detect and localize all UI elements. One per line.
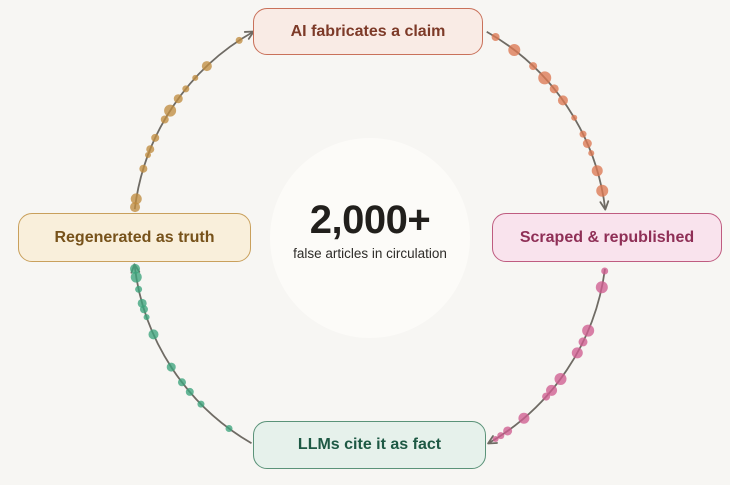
- flow-dot: [582, 324, 595, 337]
- flow-dot: [201, 61, 212, 72]
- flow-dot: [173, 94, 183, 104]
- arc-scraped-to-llms: [487, 268, 606, 445]
- center-halo: [270, 138, 470, 338]
- flow-dot: [192, 74, 199, 81]
- flow-dot: [591, 165, 603, 177]
- flow-dot: [145, 152, 152, 159]
- arc-regenerated-to-ai-dots: [130, 36, 243, 213]
- flow-dot: [596, 184, 609, 197]
- flow-dot: [492, 435, 499, 442]
- flow-dot: [582, 138, 592, 148]
- node-llms-cite-fact: LLMs cite it as fact: [253, 421, 486, 469]
- flow-dot: [160, 115, 169, 124]
- flow-dot: [491, 33, 500, 42]
- flow-dot: [595, 281, 608, 294]
- arc-llms-to-regenerated-dots: [130, 263, 233, 433]
- flow-dot: [518, 412, 530, 424]
- node-label: Scraped & republished: [519, 228, 695, 246]
- flow-dot: [135, 285, 143, 293]
- flow-dot: [130, 271, 142, 283]
- flow-dot: [130, 202, 141, 213]
- flow-dot: [571, 347, 583, 359]
- flow-dot: [588, 150, 595, 157]
- flow-dot: [529, 62, 538, 71]
- flow-dot: [557, 95, 568, 106]
- flow-dot: [579, 130, 587, 138]
- flow-dot: [166, 362, 176, 372]
- node-label: AI fabricates a claim: [290, 22, 446, 40]
- flow-dot: [508, 43, 521, 56]
- flow-dot: [554, 372, 567, 385]
- flow-dot: [601, 267, 609, 275]
- flow-dot: [538, 71, 552, 85]
- flow-dot: [139, 164, 148, 173]
- flow-dot: [130, 263, 141, 274]
- node-label: LLMs cite it as fact: [297, 436, 442, 453]
- flow-dot: [549, 84, 559, 94]
- arc-ai-to-scraped: [486, 30, 610, 211]
- flow-dot: [197, 400, 205, 408]
- flow-dot: [137, 298, 147, 308]
- flow-dot: [151, 133, 160, 142]
- flow-dot: [578, 337, 588, 347]
- flow-dot: [185, 387, 194, 396]
- flow-dot: [503, 426, 513, 436]
- flow-dot: [235, 36, 243, 44]
- flow-dot: [148, 329, 159, 340]
- center-stat: 2,000+ false articles in circulation: [250, 199, 490, 261]
- flow-dot: [182, 85, 190, 93]
- flow-dot: [225, 425, 233, 433]
- node-scraped-republished: Scraped & republished: [492, 213, 722, 262]
- stat-caption: false articles in circulation: [293, 246, 447, 261]
- arc-ai-to-scraped-dots: [491, 33, 609, 197]
- arc-scraped-to-llms-dots: [492, 267, 609, 442]
- flow-dot: [546, 384, 558, 396]
- stat-value: 2,000+: [309, 198, 431, 242]
- flow-dot: [146, 145, 155, 154]
- flow-dot: [177, 378, 186, 387]
- flow-dot: [143, 314, 150, 321]
- arc-llms-to-regenerated: [130, 263, 252, 445]
- flow-dot: [130, 193, 142, 205]
- flow-dot: [542, 392, 551, 401]
- flow-dot: [497, 432, 505, 440]
- flow-dot: [571, 114, 578, 121]
- node-regenerated-truth: Regenerated as truth: [18, 213, 251, 262]
- flow-dot: [164, 104, 177, 117]
- node-label: Regenerated as truth: [54, 228, 215, 246]
- node-ai-fabricates-claim: AI fabricates a claim: [253, 8, 483, 55]
- arc-regenerated-to-ai: [133, 30, 255, 210]
